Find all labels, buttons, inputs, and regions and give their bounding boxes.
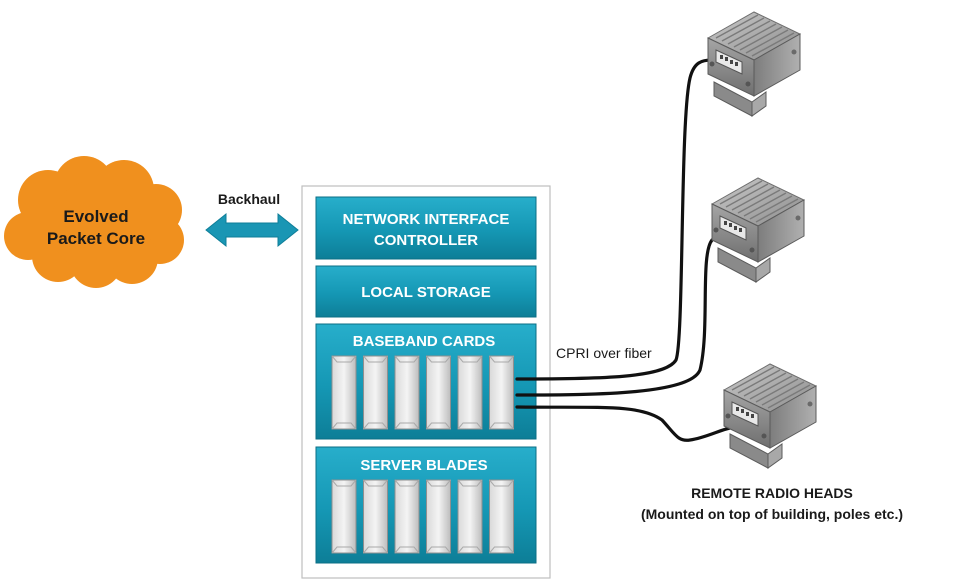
baseband-card-6 bbox=[489, 355, 514, 430]
remote-radio-heads bbox=[707, 11, 817, 469]
nic-label-line2: CONTROLLER bbox=[374, 232, 478, 249]
cpri-over-fiber-label: CPRI over fiber bbox=[556, 345, 652, 361]
backhaul-double-arrow-icon bbox=[205, 212, 299, 248]
bbu-server-chassis: NETWORK INTERFACE CONTROLLER LOCAL STORA… bbox=[301, 185, 551, 579]
server-blade-5 bbox=[457, 479, 483, 554]
local-storage-block: LOCAL STORAGE bbox=[315, 265, 537, 318]
server-blades-label: SERVER BLADES bbox=[360, 457, 487, 474]
baseband-cards-label: BASEBAND CARDS bbox=[353, 333, 496, 350]
baseband-card-4 bbox=[426, 355, 451, 430]
remote-radio-head-2-icon bbox=[711, 177, 805, 283]
network-interface-controller-block: NETWORK INTERFACE CONTROLLER bbox=[315, 196, 537, 260]
baseband-card-slots bbox=[331, 355, 514, 430]
cloud-label-line2: Packet Core bbox=[47, 229, 145, 248]
server-blade-4 bbox=[426, 479, 451, 554]
server-blade-1 bbox=[331, 479, 357, 554]
backhaul-link: Backhaul bbox=[205, 191, 299, 248]
evolved-packet-core-cloud: Evolved Packet Core bbox=[4, 156, 184, 288]
fiber-cable-1 bbox=[515, 58, 714, 381]
baseband-card-3 bbox=[394, 355, 420, 430]
backhaul-label: Backhaul bbox=[218, 191, 280, 207]
rrh-title: REMOTE RADIO HEADS bbox=[691, 485, 853, 501]
server-blade-2 bbox=[363, 479, 388, 554]
server-blade-slots bbox=[331, 479, 514, 554]
cloud-icon bbox=[4, 156, 184, 288]
server-blade-3 bbox=[394, 479, 420, 554]
baseband-card-1 bbox=[331, 355, 357, 430]
rrh-subtitle: (Mounted on top of building, poles etc.) bbox=[641, 506, 903, 522]
local-storage-label: LOCAL STORAGE bbox=[361, 284, 490, 301]
fiber-cable-3 bbox=[515, 405, 732, 442]
server-blades-block: SERVER BLADES bbox=[315, 446, 537, 564]
baseband-card-5 bbox=[457, 355, 483, 430]
server-blade-6 bbox=[489, 479, 514, 554]
remote-radio-head-1-icon bbox=[707, 11, 801, 117]
baseband-cards-block: BASEBAND CARDS bbox=[315, 323, 537, 440]
nic-label-line1: NETWORK INTERFACE bbox=[343, 211, 510, 228]
remote-radio-head-3-icon bbox=[723, 363, 817, 469]
cloud-label-line1: Evolved bbox=[63, 207, 128, 226]
baseband-card-2 bbox=[363, 355, 388, 430]
